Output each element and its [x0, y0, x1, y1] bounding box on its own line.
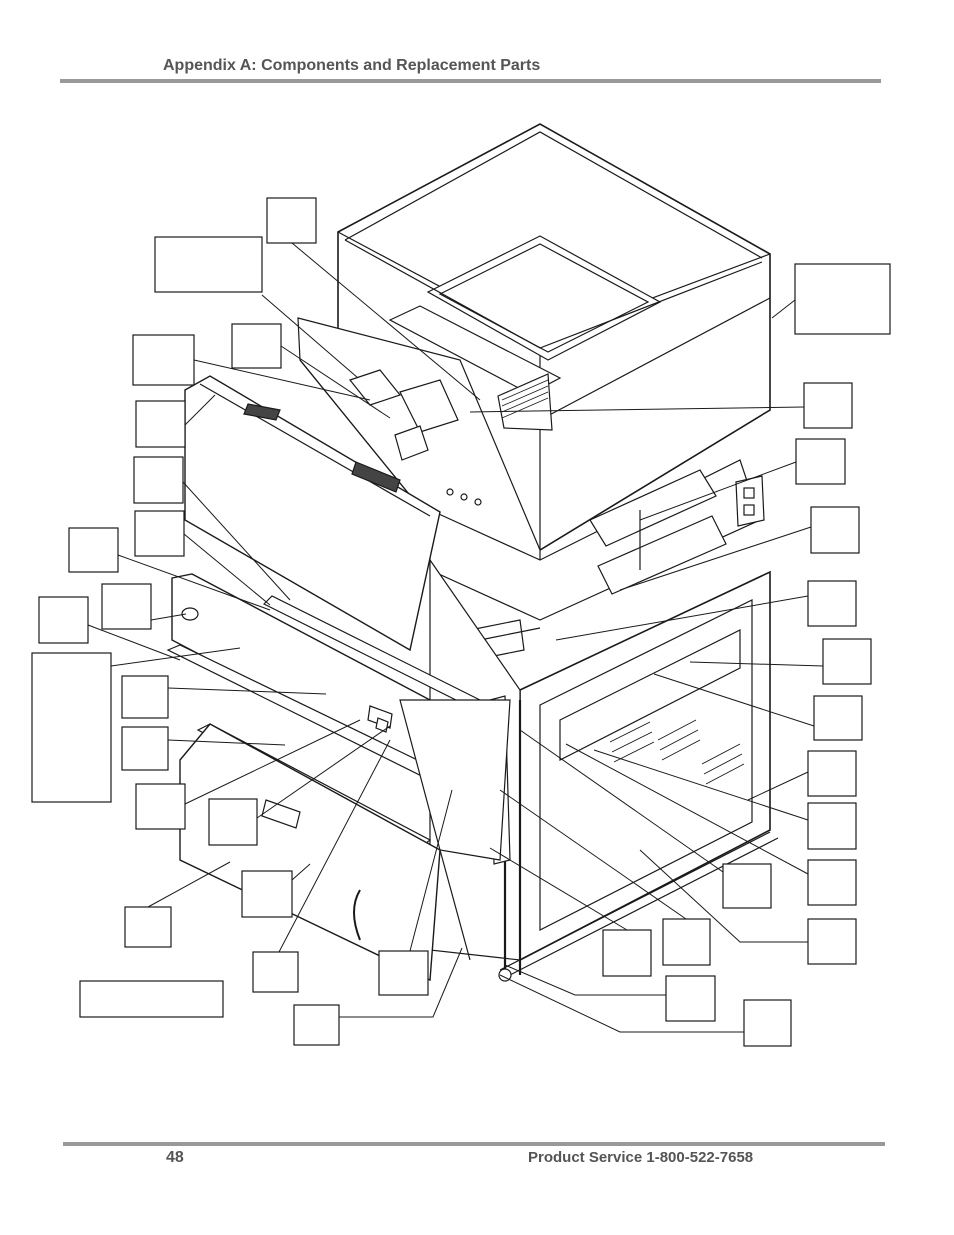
front-panels [166, 375, 511, 982]
callout-boxes [31, 197, 891, 1047]
footer-divider [63, 1142, 885, 1146]
leader-lines [87, 242, 824, 1033]
page-header-title: Appendix A: Components and Replacement P… [163, 57, 541, 74]
page-number: 48 [166, 1149, 184, 1166]
header-divider [60, 79, 881, 83]
product-service-phone: Product Service 1-800-522-7658 [528, 1149, 754, 1166]
blower-frame [297, 317, 765, 661]
